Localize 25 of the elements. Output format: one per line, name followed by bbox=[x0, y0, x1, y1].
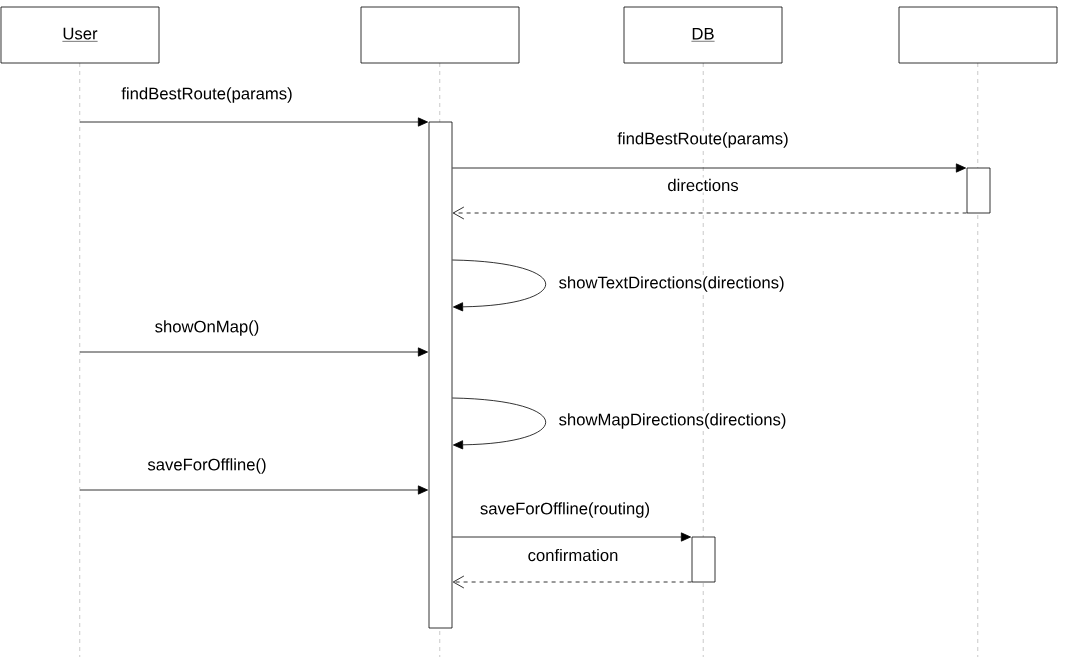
message-label: findBestRoute(params) bbox=[616, 130, 791, 150]
participant-box bbox=[360, 6, 520, 64]
message-arrow bbox=[452, 259, 547, 312]
message-arrow bbox=[452, 532, 691, 542]
activation-bar bbox=[691, 536, 716, 583]
message-arrow bbox=[452, 575, 692, 589]
message-label: findBestRoute(params) bbox=[120, 85, 294, 105]
participant-box bbox=[898, 6, 1058, 64]
message-arrow bbox=[452, 397, 547, 450]
message-label: showOnMap() bbox=[153, 318, 261, 338]
message-label: showTextDirections(directions) bbox=[557, 274, 786, 294]
message-label: directions bbox=[666, 177, 740, 193]
message-arrow bbox=[79, 485, 428, 495]
participant-box: User bbox=[0, 6, 160, 64]
message-arrow bbox=[452, 163, 966, 173]
message-arrow bbox=[79, 117, 428, 127]
message-arrow bbox=[452, 206, 967, 220]
message-arrow bbox=[79, 347, 428, 357]
activation-bar bbox=[428, 121, 453, 629]
message-label: saveForOffline() bbox=[146, 456, 268, 476]
activation-bar bbox=[966, 167, 991, 214]
message-label: confirmation bbox=[526, 547, 620, 563]
message-label: showMapDirections(directions) bbox=[557, 411, 788, 431]
participant-box: DB bbox=[623, 6, 783, 64]
message-label: saveForOffline(routing) bbox=[478, 500, 652, 520]
